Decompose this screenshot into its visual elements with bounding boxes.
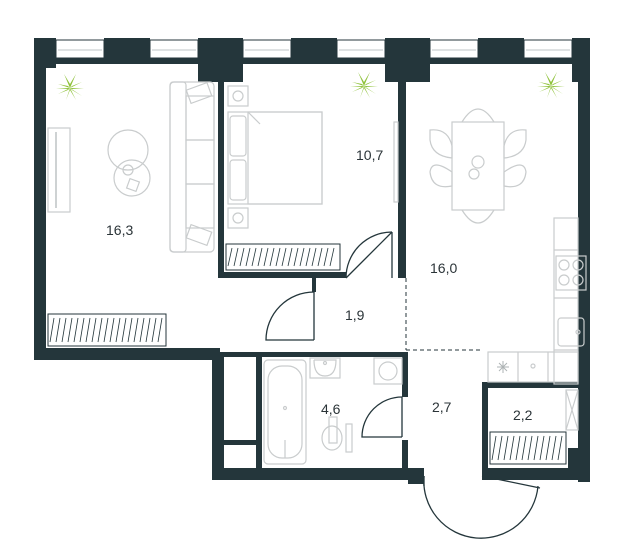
plant-icon [56, 74, 84, 100]
storage-shelf [565, 389, 579, 431]
area-bedroom: 10,7 [356, 147, 383, 163]
area-bathroom: 4,6 [321, 401, 341, 417]
sink-icon [557, 317, 585, 347]
coffee-table-icon [107, 129, 151, 197]
wardrobe-icon [393, 121, 399, 203]
washing-machine-icon [373, 357, 403, 385]
dining-table-icon [429, 108, 527, 224]
sofa-icon [169, 81, 215, 253]
bathtub-icon [263, 359, 307, 465]
fridge-icon [487, 351, 579, 383]
doors [265, 231, 541, 539]
washbasin-icon [309, 357, 341, 379]
walls [34, 38, 590, 484]
area-storage: 2,2 [513, 407, 533, 423]
area-kitchen-living: 16,0 [430, 260, 457, 276]
bed-icon [227, 85, 323, 229]
area-labels: 16,3 10,7 16,0 1,9 4,6 2,7 2,2 [106, 147, 533, 423]
area-living: 16,3 [106, 222, 133, 238]
tv-stand-icon [47, 127, 71, 213]
stove-icon [555, 255, 587, 291]
area-entrance: 2,7 [432, 399, 452, 415]
area-hall: 1,9 [345, 307, 365, 323]
zone-separators [405, 278, 480, 351]
toilet-icon [321, 416, 353, 453]
kitchen-counter [553, 217, 579, 385]
plant-icon [537, 72, 565, 98]
plant-icon [350, 72, 378, 98]
radiators [47, 243, 567, 465]
